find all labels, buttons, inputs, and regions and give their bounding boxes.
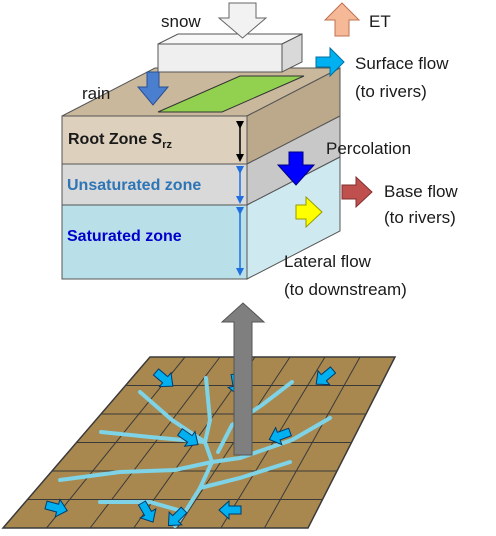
grid-arrow <box>268 426 293 446</box>
lateral-flow-arrow-icon <box>295 195 323 229</box>
lateral-flow-label-line2: (to downstream) <box>284 280 407 299</box>
upward-aggregation-arrow-icon <box>220 302 266 456</box>
green-field <box>157 75 305 113</box>
grid-arrow <box>137 500 157 523</box>
surface-flow-label-line1: Surface flow <box>355 54 449 73</box>
root-zone-layer <box>61 115 248 165</box>
saturated-zone-label: Saturated zone <box>67 228 182 245</box>
base-flow-label-line2: (to rivers) <box>384 208 456 227</box>
unsaturated-zone-label: Unsaturated zone <box>67 177 201 194</box>
et-label: ET <box>369 12 391 31</box>
basin-grid <box>1 356 397 529</box>
snow-arrow-icon <box>217 2 268 39</box>
saturated-zone-layer <box>61 204 248 280</box>
rain-label: rain <box>82 84 110 103</box>
surface-flow-label-line2: (to rivers) <box>355 82 427 101</box>
grid-arrow <box>44 498 68 518</box>
rain-arrow-icon <box>136 71 170 106</box>
base-flow-label-line1: Base flow <box>384 182 458 201</box>
percolation-arrow-icon <box>276 151 316 186</box>
grid-arrow <box>315 366 337 386</box>
unsaturated-zone-layer <box>61 163 248 206</box>
snow-label: snow <box>161 12 201 31</box>
grid-arrow <box>152 368 174 388</box>
et-arrow-icon <box>323 2 361 37</box>
snow-box <box>157 33 303 73</box>
soil-block <box>61 33 341 280</box>
percolation-label: Percolation <box>326 139 411 158</box>
grid-arrow <box>177 428 199 447</box>
base-flow-arrow-icon <box>341 175 373 209</box>
lateral-flow-label-line1: Lateral flow <box>284 252 372 271</box>
grid-arrow <box>218 499 242 521</box>
grid-arrow <box>167 506 188 527</box>
surface-flow-arrow-icon <box>315 46 345 78</box>
root-zone-label: Root Zone Srz <box>68 131 172 151</box>
